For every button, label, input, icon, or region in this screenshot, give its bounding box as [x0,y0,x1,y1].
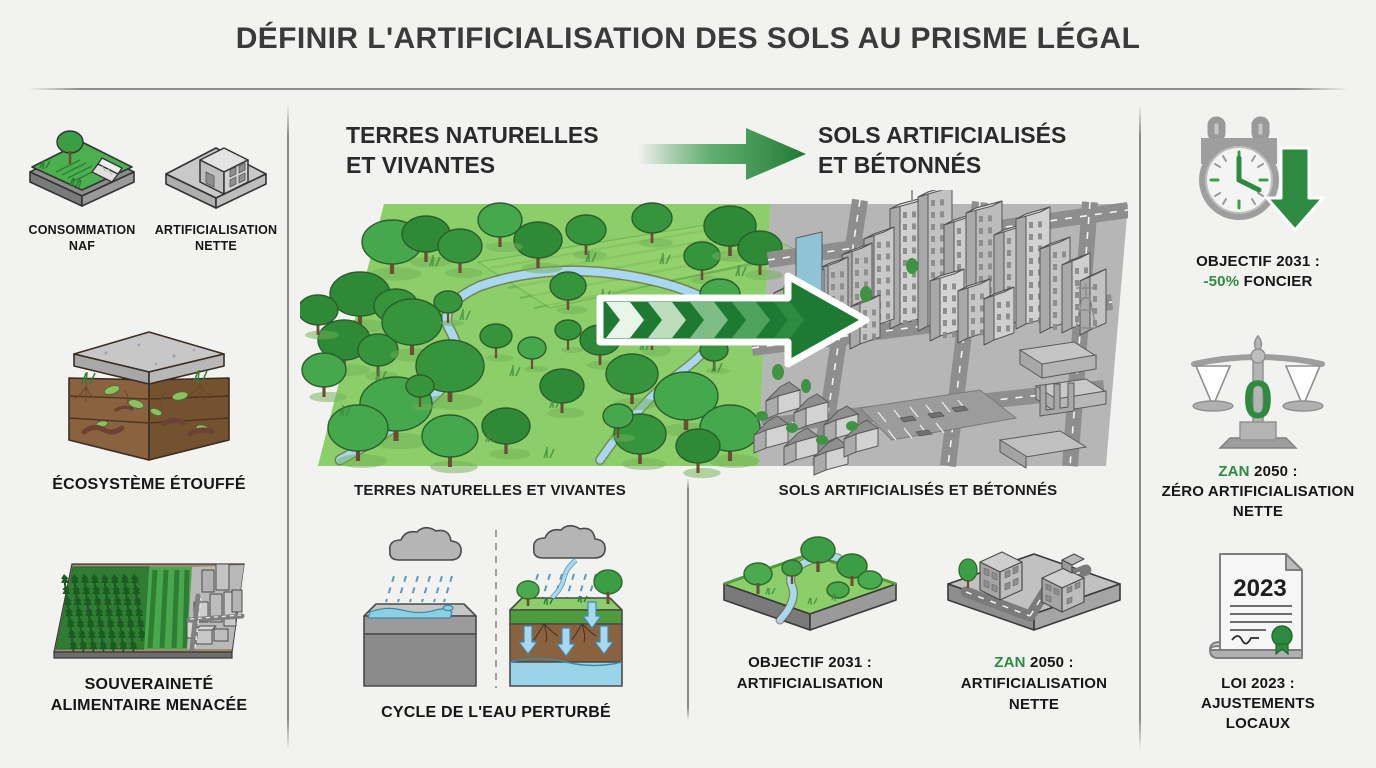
sidebar-label-zan-2050-zero: ZAN 2050 : ZÉRO ARTIFICIALISATION NETTE [1161,463,1355,520]
isometric-landscape-to-city-illustration [300,190,1128,479]
sidebar-label-loi-2023: LOI 2023 : AJUSTEMENTS LOCAUX [1201,675,1315,732]
sidebar-label-souverainete-alimentaire: SOUVERAINETÉ ALIMENTAIRE MENACÉE [50,676,248,714]
sidebar-label-artificialisation-nette: ARTIFICIALISATION NETTE [154,223,278,253]
chevron-right-arrow-icon [596,272,870,368]
zan-keyword: ZAN [994,654,1026,671]
label-sols-artificialises-betonnes: SOLS ARTIFICIALISÉS ET BÉTONNÉS [778,482,1058,499]
bottom-label-objectif-2031: OBJECTIF 2031 : ARTIFICIALISATION [736,654,884,692]
document-year-text: 2023 [1233,575,1286,602]
svg-text:0: 0 [1243,370,1273,430]
sidebar-item-ecosysteme-etouffe[interactable]: ÉCOSYSTÈME ÉTOUFFÉ [16,320,282,494]
sidebar-item-souverainete-alimentaire[interactable]: SOUVERAINETÉ ALIMENTAIRE MENACÉE [16,548,282,716]
header-divider [28,88,1348,90]
balance-scale-zero-icon: 0 [1191,334,1325,449]
signature-mark [1231,635,1259,645]
sidebar-item-loi-2023[interactable]: 2023 LOI 2023 : AJUSTEMENTS LOCAUX [1152,548,1364,734]
center-bottom-divider [687,478,689,720]
soil-cross-section-icon [68,331,230,461]
sidebar-item-consommation-naf[interactable]: CONSOMMATION NAF [16,120,148,254]
law-document-2023-icon: 2023 [1209,553,1303,659]
clock-down-arrow-icon [1199,116,1325,232]
sidebar-label-consommation-naf: CONSOMMATION NAF [28,223,136,253]
green-right-arrow-icon [638,128,806,180]
right-column-divider [1139,104,1141,750]
sidebar-item-objectif-2031-foncier[interactable]: OBJECTIF 2031 : -50% FONCIER [1152,114,1364,292]
impermeable-surface-runoff-icon [363,526,477,687]
natural-land-block-icon [723,536,897,631]
natural-soil-infiltration-icon [509,524,623,687]
building-plot-icon [165,147,267,209]
page-title: DÉFINIR L'ARTIFICIALISATION DES SOLS AU … [235,22,1141,55]
farmland-plot-icon [29,130,135,207]
heading-sols-artificialises: SOLS ARTIFICIALISÉS ET BÉTONNÉS [818,122,1067,178]
minus-50-percent: -50% [1203,273,1240,290]
left-column-divider [287,104,289,750]
label-cycle-eau-perturbe: CYCLE DE L'EAU PERTURBÉ [381,704,611,721]
sidebar-item-artificialisation-nette[interactable]: ARTIFICIALISATION NETTE [150,120,282,254]
heading-terres-naturelles: TERRES NATURELLES ET VIVANTES [346,122,599,178]
label-terres-naturelles-vivantes: TERRES NATURELLES ET VIVANTES [354,482,626,499]
sidebar-label-ecosysteme-etouffe: ÉCOSYSTÈME ÉTOUFFÉ [52,476,246,493]
sidebar-item-zan-2050-zero[interactable]: 0 ZAN 2050 : ZÉRO ARTIFICIALISATION NETT… [1152,330,1364,522]
bottom-label-zan-2050: ZAN 2050 : ARTIFICIALISATION NETTE [960,654,1108,713]
bottom-item-objectif-2031[interactable]: OBJECTIF 2031 : ARTIFICIALISATION [700,528,920,694]
zan-keyword-right: ZAN [1218,463,1250,480]
sidebar-label-objectif-2031-foncier: OBJECTIF 2031 : -50% FONCIER [1196,253,1320,290]
farmland-vs-city-icon [53,563,245,659]
urban-land-block-icon [947,551,1121,631]
bottom-item-zan-2050[interactable]: ZAN 2050 : ARTIFICIALISATION NETTE [928,528,1140,715]
water-cycle-comparison [363,524,623,688]
